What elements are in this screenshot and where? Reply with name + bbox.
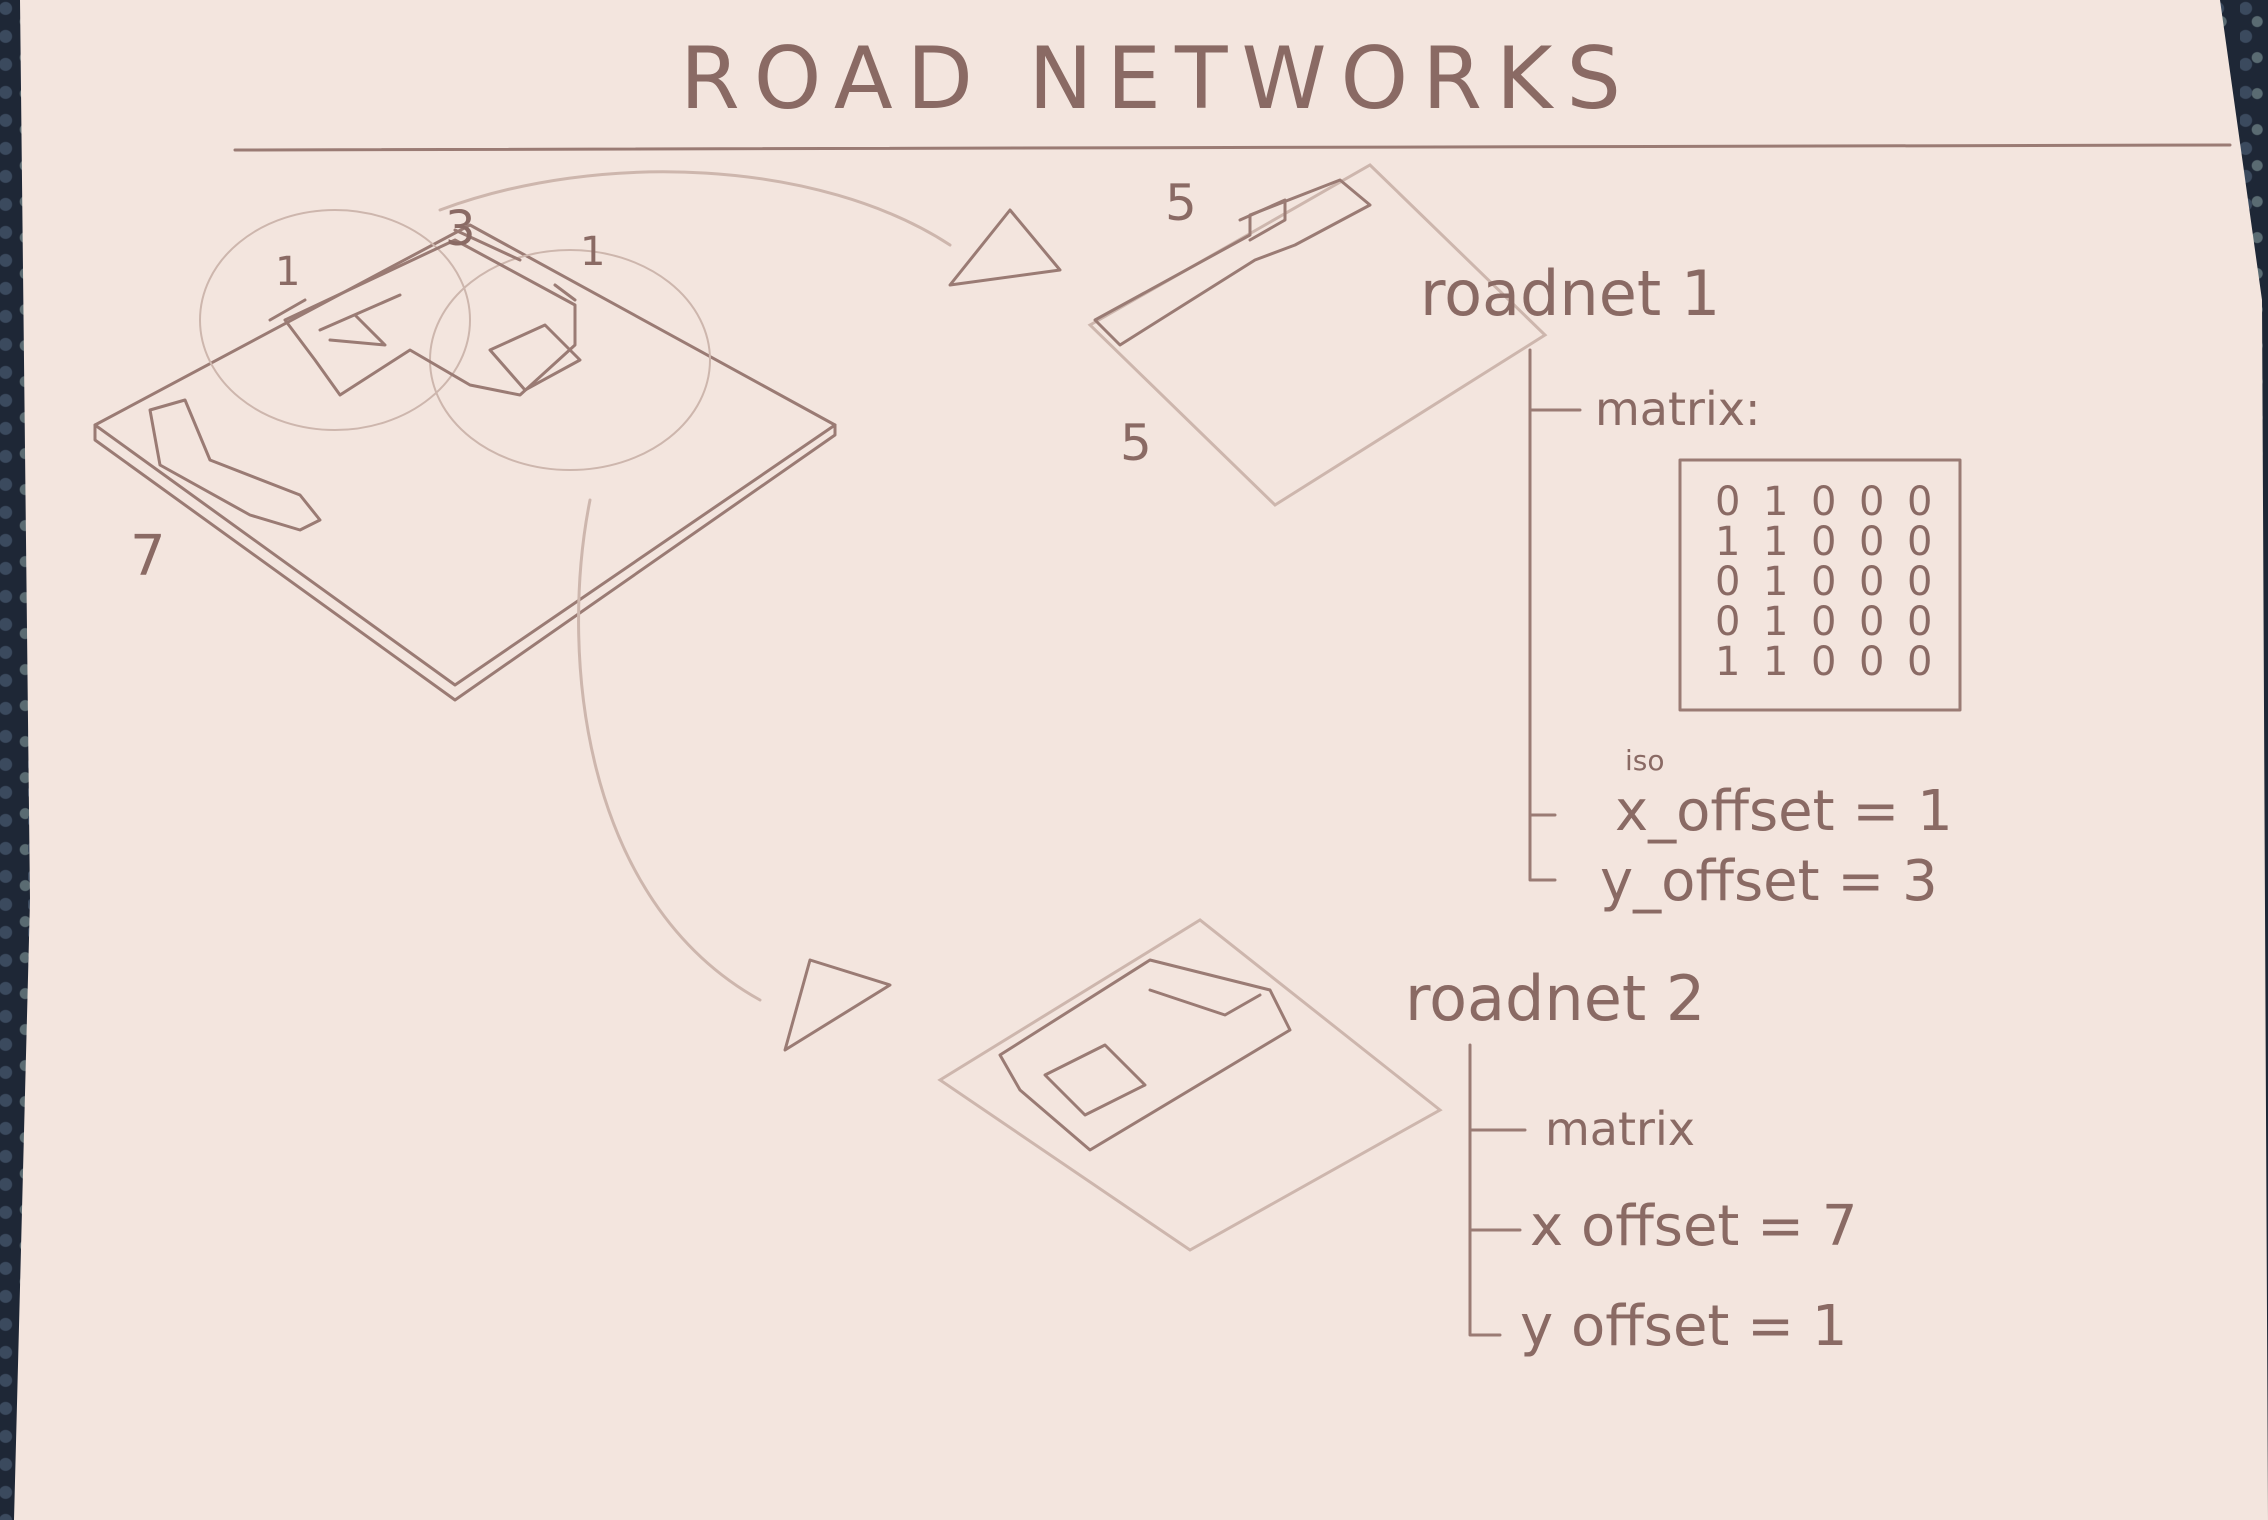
roadnet1-matrix-frame xyxy=(1678,458,1962,712)
title-underline xyxy=(233,143,2232,152)
roadnet1-base-plane xyxy=(1087,163,1548,507)
roadnet1-road-inner xyxy=(1238,198,1287,242)
roadnet2-matrix-label: matrix xyxy=(1545,1102,1695,1156)
source-label-7: 7 xyxy=(130,524,166,589)
arrow-head-to-roadnet2 xyxy=(783,958,892,1052)
matrix-cell: 0 xyxy=(1811,639,1836,685)
roadnet2-base-plane xyxy=(937,918,1443,1252)
matrix-cell: 0 xyxy=(1907,519,1932,565)
matrix-cell: 0 xyxy=(1859,559,1884,605)
matrix-cell: 0 xyxy=(1907,639,1932,685)
roadnet1-iso-note: iso xyxy=(1625,744,1665,777)
roadnet2-square-block xyxy=(1043,1043,1147,1117)
matrix-cell: 0 xyxy=(1715,479,1740,525)
matrix-cell: 0 xyxy=(1811,479,1836,525)
roadnet1-y-offset: y_offset = 3 xyxy=(1600,849,1938,914)
roadnet2-y-offset: y offset = 1 xyxy=(1520,1294,1848,1359)
roadnet2-x-offset: x offset = 7 xyxy=(1530,1194,1858,1259)
source-base-thickness xyxy=(93,423,837,702)
roadnet2-road-loop xyxy=(998,958,1292,1152)
source-left-road xyxy=(148,398,322,532)
source-dimension-ticks xyxy=(268,228,577,322)
roadnet1-dim-left: 5 xyxy=(1120,414,1152,472)
matrix-cell: 1 xyxy=(1715,639,1740,685)
paper xyxy=(14,0,2268,1520)
roadnet1-road-shape xyxy=(1093,178,1372,347)
matrix-cell: 0 xyxy=(1859,479,1884,525)
source-network-sketch: 1 3 1 7 xyxy=(93,201,837,702)
matrix-cell: 0 xyxy=(1811,559,1836,605)
matrix-cell: 1 xyxy=(1763,599,1788,645)
matrix-cell: 0 xyxy=(1715,559,1740,605)
roadnet2-title: roadnet 2 xyxy=(1405,962,1705,1035)
source-label-1-right: 1 xyxy=(580,229,605,275)
matrix-cell: 0 xyxy=(1907,479,1932,525)
matrix-cell: 0 xyxy=(1859,599,1884,645)
roadnet1-matrix-label: matrix: xyxy=(1595,382,1760,436)
source-road-t xyxy=(318,293,402,347)
roadnet1-title: roadnet 1 xyxy=(1420,257,1720,330)
matrix-cell: 0 xyxy=(1811,519,1836,565)
source-label-3: 3 xyxy=(445,201,476,257)
roadnet1-sketch: 5 5 xyxy=(1087,163,1548,507)
roadnet1-dim-top: 5 xyxy=(1165,174,1197,232)
matrix-cell: 1 xyxy=(1763,559,1788,605)
matrix-cell: 0 xyxy=(1715,599,1740,645)
roadnet2-road-inner xyxy=(1148,988,1262,1017)
arrow-curve-to-roadnet2 xyxy=(577,498,762,1002)
roadnet2-sketch xyxy=(937,918,1443,1252)
arrow-curve-to-roadnet1 xyxy=(438,170,952,247)
matrix-cell: 0 xyxy=(1907,599,1932,645)
source-square-block xyxy=(488,323,582,392)
matrix-cell: 1 xyxy=(1763,479,1788,525)
source-road-loop xyxy=(283,238,577,397)
source-label-1-left: 1 xyxy=(275,249,300,295)
matrix-cell: 1 xyxy=(1763,519,1788,565)
roadnet1-x-offset: x_offset = 1 xyxy=(1615,779,1953,844)
matrix-cell: 0 xyxy=(1811,599,1836,645)
matrix-cell: 0 xyxy=(1859,519,1884,565)
matrix-cell: 1 xyxy=(1763,639,1788,685)
arrow-head-to-roadnet1 xyxy=(948,208,1062,287)
matrix-cell: 0 xyxy=(1907,559,1932,605)
roadnet1-tree-branch-offsets xyxy=(1528,813,1557,882)
matrix-cell: 0 xyxy=(1859,639,1884,685)
matrix-cell: 1 xyxy=(1715,519,1740,565)
roadnet2-tree-trunk xyxy=(1468,1043,1502,1337)
page-title: ROAD NETWORKS xyxy=(680,29,1635,129)
source-influence-circle-left xyxy=(199,209,471,431)
